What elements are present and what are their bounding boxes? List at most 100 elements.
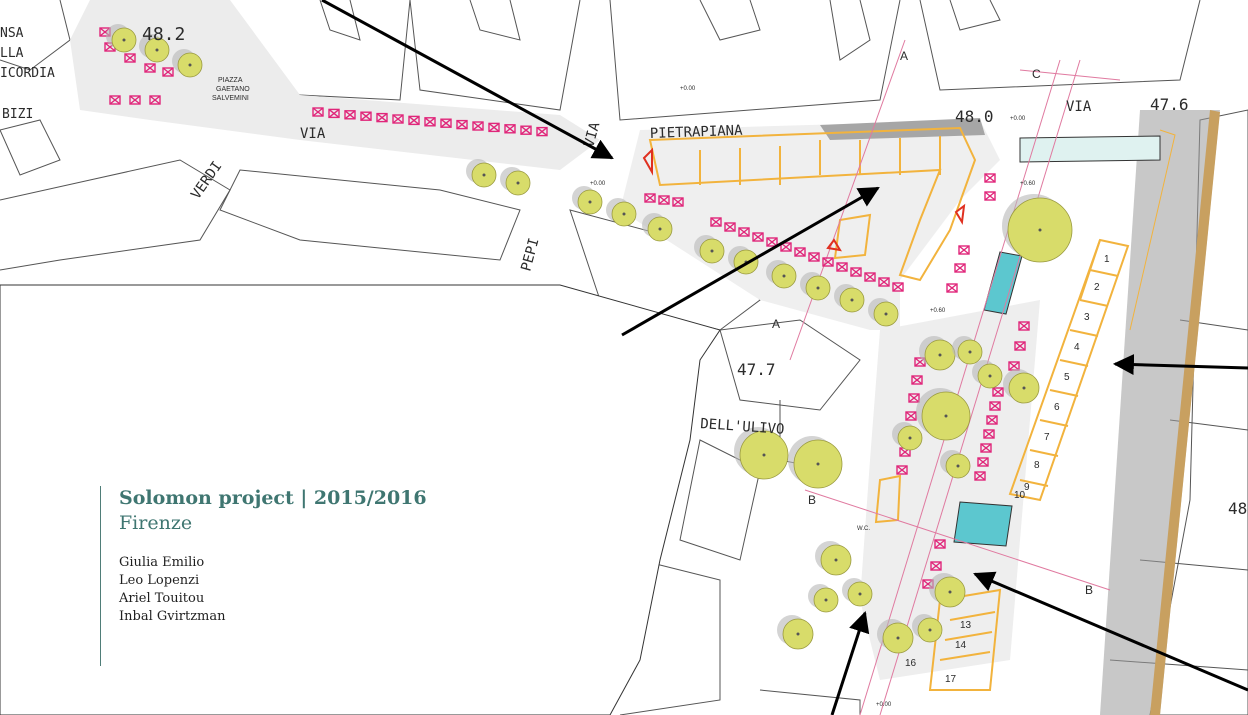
parking-symbol-icon <box>376 112 388 123</box>
tree-trunk <box>782 274 786 278</box>
spot-level: +0.00 <box>876 702 892 708</box>
parking-symbol-icon <box>162 67 174 77</box>
tree-trunk <box>908 436 912 440</box>
place-label: GAETANO <box>216 86 250 93</box>
author-name: Giulia Emilio <box>119 555 205 570</box>
parking-symbol-icon <box>984 173 996 183</box>
section-mark: C <box>1032 67 1041 81</box>
parking-symbol-icon <box>989 401 1001 411</box>
arrow-icon <box>621 186 880 337</box>
parking-symbol-icon <box>312 107 324 117</box>
parking-symbol-icon <box>794 247 806 257</box>
parking-symbol-icon <box>149 95 161 105</box>
tree-trunk <box>622 212 626 216</box>
section-mark: B <box>1085 583 1093 597</box>
parking-symbol-icon <box>986 415 998 425</box>
tree-trunk <box>850 298 854 302</box>
place-label: SALVEMINI <box>212 95 249 102</box>
tree-trunk <box>122 38 126 42</box>
tree-trunk <box>948 590 952 594</box>
tree-trunk <box>938 353 942 357</box>
parking-symbol-icon <box>536 126 548 137</box>
parking-symbol-icon <box>954 263 966 273</box>
parking-symbol-icon <box>896 465 908 475</box>
tree-trunk <box>944 414 948 418</box>
elevation-label: 47.7 <box>737 360 776 379</box>
arrow-icon <box>1112 354 1248 376</box>
parking-symbol-icon <box>977 457 989 467</box>
wc-label: W.C. <box>857 526 870 532</box>
author-name: Leo Lopenzi <box>119 573 200 588</box>
tree-trunk <box>816 462 820 466</box>
warning-triangles <box>642 147 966 252</box>
bay-number: 13 <box>960 620 972 631</box>
tree-trunk <box>155 48 159 52</box>
tree-trunk <box>516 181 520 185</box>
map-labels: 48.2 48.0 47.6 47.7 48 PIAZZA GAETANO SA… <box>0 24 1247 708</box>
project-title: Solomon project | 2015/2016 <box>119 487 427 509</box>
arrow-icon <box>830 611 870 715</box>
parking-symbol-icon <box>392 114 404 124</box>
tree-trunk <box>884 312 888 316</box>
parking-symbol-icon <box>144 63 156 73</box>
tree-trunk <box>896 636 900 640</box>
tree-trunk <box>816 286 820 290</box>
elevation-label: 48 <box>1228 499 1247 518</box>
parking-symbol-icon <box>109 95 121 105</box>
tree-trunk <box>988 374 992 378</box>
parking-symbol-icon <box>908 393 920 403</box>
tree-trunk <box>956 464 960 468</box>
arrow-icon <box>321 0 614 160</box>
elevation-label: 47.6 <box>1150 95 1189 114</box>
elevation-label: 48.0 <box>955 107 994 126</box>
author-name: Inbal Gvirtzman <box>119 609 226 624</box>
section-lines <box>789 39 1121 715</box>
bay-number: 10 <box>1014 490 1026 501</box>
bay-number: 17 <box>945 674 957 685</box>
street-label: DELL'ULIVO <box>700 416 785 438</box>
elevation-label: 48.2 <box>142 24 185 45</box>
bay-number: 4 <box>1074 342 1080 353</box>
parking-symbol-icon <box>984 191 996 201</box>
parking-symbol-icon <box>808 252 820 262</box>
place-label: BIZI <box>2 107 33 122</box>
parking-symbol-icon <box>472 121 484 131</box>
blank-area <box>0 284 721 715</box>
section-mark: A <box>900 49 908 63</box>
parking-symbol-icon <box>488 122 500 133</box>
parking-symbol-icon <box>878 277 890 287</box>
tree-trunk <box>188 63 192 67</box>
parking-symbol-icon <box>520 125 532 135</box>
parking-symbol-icon <box>658 195 670 205</box>
bay-number: 8 <box>1034 460 1040 471</box>
parking-symbol-icon <box>992 387 1004 397</box>
tree-trunk <box>658 227 662 231</box>
parking-symbol-icon <box>1018 321 1030 331</box>
bay-number: 9 <box>1024 482 1030 493</box>
place-label: LLA <box>0 46 24 61</box>
place-label: ICORDIA <box>0 66 55 81</box>
tree-trunk <box>588 200 592 204</box>
parking-symbol-icon <box>1014 341 1026 351</box>
parking-symbol-icon <box>344 110 356 120</box>
bay-number: 3 <box>1084 312 1090 323</box>
arrow-icon <box>973 571 1248 692</box>
tree-trunk <box>482 173 486 177</box>
parking-symbol-icon <box>504 124 516 134</box>
parking-symbol-icon <box>752 232 764 242</box>
parking-symbol-icon <box>360 111 372 121</box>
parking-symbol-icon <box>124 53 136 63</box>
tree-trunk <box>824 598 828 602</box>
parking-symbol-icon <box>129 95 141 105</box>
street-label: VERDI <box>188 159 225 203</box>
project-credits: Solomon project | 2015/2016 Firenze Giul… <box>100 486 480 666</box>
parking-symbol-icon <box>710 217 722 227</box>
tree-trunk <box>858 592 862 596</box>
spot-level: +0.00 <box>1010 116 1026 122</box>
parking-symbol-icon <box>724 222 736 232</box>
street-label: PEPI <box>518 236 542 273</box>
spot-level: +0.60 <box>1020 181 1036 187</box>
street-label: VIA <box>1066 99 1092 115</box>
tree-trunk <box>710 249 714 253</box>
